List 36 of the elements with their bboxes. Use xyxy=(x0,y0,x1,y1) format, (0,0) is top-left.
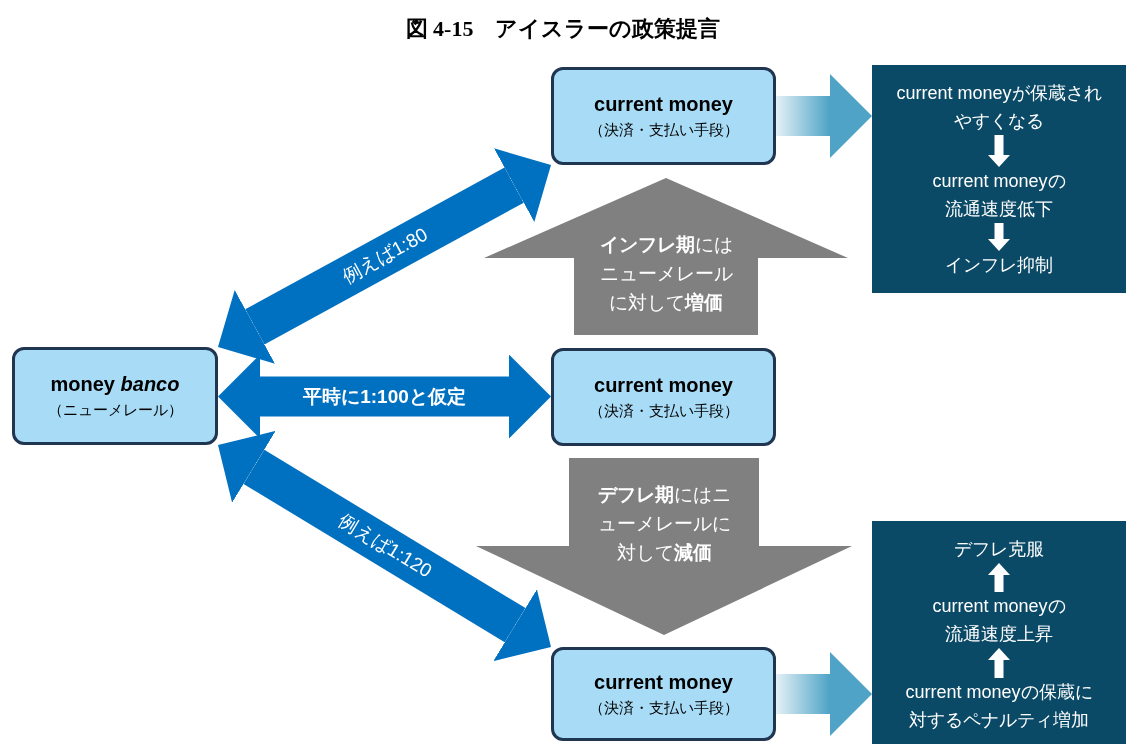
step-text: current moneyの保蔵に対するペナルティ増加 xyxy=(901,678,1097,734)
block-arrow-up xyxy=(484,178,848,335)
arrow xyxy=(988,563,1010,592)
arrow xyxy=(776,652,872,736)
step-text: current moneyの流通速度低下 xyxy=(929,167,1069,223)
box-subtitle: （ニューメレール） xyxy=(47,400,183,420)
process-box xyxy=(551,647,776,741)
step-text: インフレ抑制 xyxy=(919,251,1079,279)
box-title: current money xyxy=(594,373,733,398)
box-subtitle: （決済・支払い手段） xyxy=(588,401,739,421)
arrow xyxy=(988,223,1010,251)
block-arrow-down xyxy=(476,458,852,635)
edge-label: 平時に1:100と仮定 xyxy=(303,384,466,409)
arrow xyxy=(776,74,872,158)
step-text: デフレ克服 xyxy=(919,535,1079,563)
box-title: money banco xyxy=(50,372,180,397)
process-box xyxy=(551,67,776,165)
box-subtitle: （決済・支払い手段） xyxy=(588,698,739,718)
arrow xyxy=(988,648,1010,678)
info-panel xyxy=(872,65,1126,293)
arrow-text: インフレ期にはニューメレールに対して増価 xyxy=(598,233,734,315)
box-title: current money xyxy=(594,670,733,695)
box-subtitle: （決済・支払い手段） xyxy=(588,120,739,140)
edge-label: 例えば1:80 xyxy=(336,222,432,290)
figure-title: 図 4-15 アイスラーの政策提言 xyxy=(405,15,721,43)
double-arrow xyxy=(218,430,551,662)
arrow-text: デフレ期にはニューメレールに対して減価 xyxy=(596,483,732,565)
double-arrow xyxy=(218,354,551,439)
info-panel xyxy=(872,521,1126,744)
process-box xyxy=(551,348,776,446)
double-arrow xyxy=(218,148,551,364)
arrow xyxy=(988,135,1010,167)
step-text: current moneyの流通速度上昇 xyxy=(929,592,1069,648)
process-box xyxy=(12,347,218,445)
box-title: current money xyxy=(594,92,733,117)
step-text: current moneyが保蔵されやすくなる xyxy=(889,79,1109,135)
